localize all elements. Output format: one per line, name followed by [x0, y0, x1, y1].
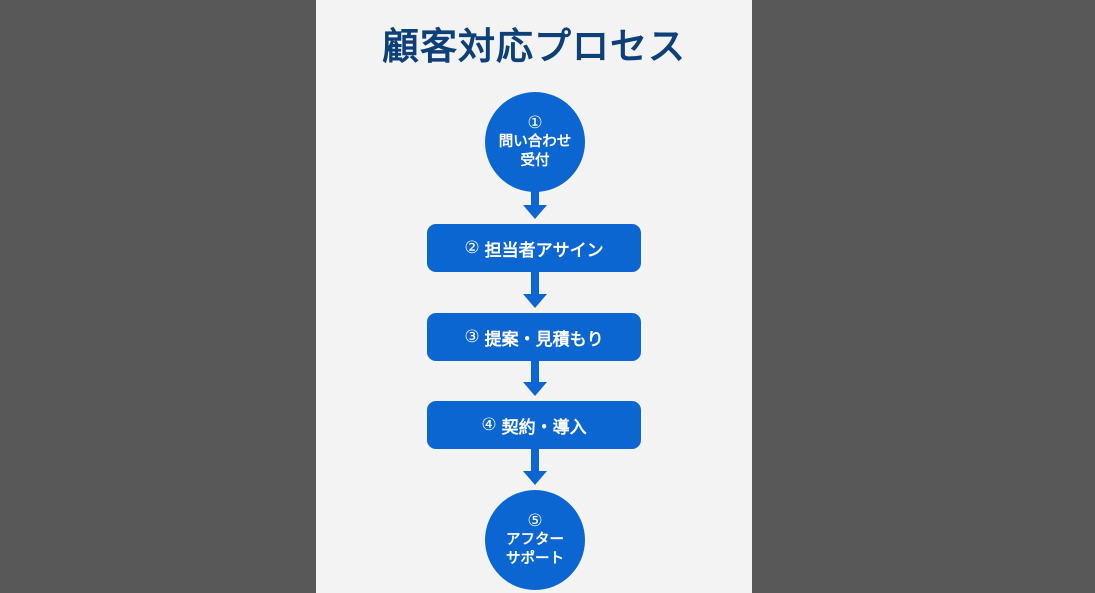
step-3-number: ③: [464, 327, 480, 347]
arrow-step-4-to-5: [523, 449, 547, 485]
step-4-label: 契約・導入: [501, 417, 587, 438]
step-1-label-line-2: 受付: [520, 153, 550, 169]
step-5-end-circle: ⑤ アフター サポート: [485, 490, 585, 590]
arrow-step-3-to-4: [523, 361, 547, 396]
step-2-box: ② 担当者アサイン: [427, 224, 641, 272]
step-1-label-line-1: 問い合わせ: [498, 134, 572, 150]
flowchart-panel: 顧客対応プロセス ① 問い合わせ 受付 ② 担当者アサイン ③ 提案・見積もり: [316, 0, 752, 593]
step-1-start-circle: ① 問い合わせ 受付: [485, 92, 585, 192]
step-5-number: ⑤: [527, 511, 543, 531]
arrow-step-2-to-3: [523, 272, 547, 308]
step-3-box: ③ 提案・見積もり: [427, 313, 641, 361]
step-4-box: ④ 契約・導入: [427, 401, 641, 449]
step-2-number: ②: [464, 238, 480, 258]
step-3-label: 提案・見積もり: [484, 329, 604, 350]
step-5-label-line-2: サポート: [506, 551, 564, 567]
step-5-label-line-1: アフター: [506, 532, 564, 548]
step-1-number: ①: [527, 113, 543, 133]
step-4-number: ④: [481, 415, 497, 435]
diagram-title: 顧客対応プロセス: [382, 25, 686, 68]
step-2-label: 担当者アサイン: [484, 240, 604, 261]
arrow-step-1-to-2: [523, 191, 547, 219]
